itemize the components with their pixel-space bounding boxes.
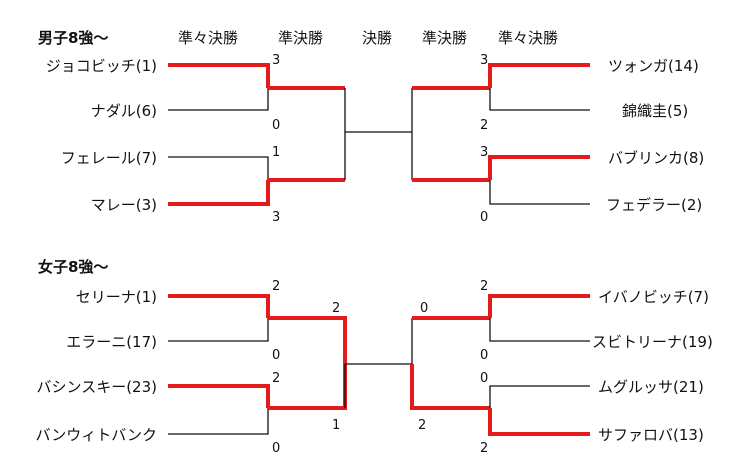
men-right-score-2: 2 — [480, 118, 488, 133]
women-left-sf-winner-line — [268, 316, 347, 364]
men-right-qf2-loser-line — [489, 180, 590, 205]
men-right-player-2: 錦織圭(5) — [622, 102, 688, 120]
men-left-score-1: 3 — [272, 53, 280, 68]
women-left-qf1-winner-line — [168, 294, 270, 318]
women-bracket-lines — [168, 294, 590, 436]
men-section-title: 男子8強～ — [38, 29, 108, 47]
women-right-score-3: 0 — [480, 371, 488, 386]
women-right-score-2: 0 — [480, 348, 488, 363]
women-right-player-1: イバノビッチ(7) — [598, 288, 709, 306]
men-right-qf1-loser-line — [489, 88, 590, 111]
men-left-qf1-winner-line — [168, 63, 270, 88]
women-right-sf-winner-line — [410, 364, 490, 410]
men-left-score-2: 0 — [272, 118, 280, 133]
men-right-qf2-winner-line — [488, 155, 590, 180]
men-right-player-4: フェデラー(2) — [606, 196, 702, 214]
men-left-player-2: ナダル(6) — [91, 102, 157, 120]
men-left-qf2-loser-line — [168, 156, 269, 180]
women-right-player-2: スビトリーナ(19) — [592, 333, 713, 351]
men-right-score-3: 3 — [480, 145, 488, 160]
men-left-score-4: 3 — [272, 210, 280, 225]
women-left-score-2: 0 — [272, 348, 280, 363]
women-left-score-4: 0 — [272, 441, 280, 456]
men-right-player-3: バブリンカ(8) — [608, 149, 704, 167]
men-left-player-3: フェレール(7) — [61, 149, 157, 167]
women-left-player-2: エラーニ(17) — [66, 333, 157, 351]
women-right-sf-score-bottom: 2 — [418, 418, 426, 433]
men-left-qf1-loser-line — [168, 88, 269, 111]
men-bracket-lines — [168, 63, 590, 206]
men-right-score-1: 3 — [480, 53, 488, 68]
men-right-qf1-winner-line — [488, 63, 590, 88]
women-right-qf2-winner-line — [488, 408, 590, 436]
women-right-score-4: 2 — [480, 441, 488, 456]
women-left-player-3: バシンスキー(23) — [37, 378, 158, 396]
women-left-sf-score-bottom: 1 — [332, 418, 340, 433]
women-left-qf2-winner-line — [168, 384, 270, 408]
header-final: 決勝 — [362, 29, 392, 47]
women-left-sf-score-top: 2 — [332, 301, 340, 316]
women-left-player-4: バンウィトバンク — [35, 426, 157, 444]
header-sf-right: 準決勝 — [422, 29, 467, 47]
women-left-player-1: セリーナ(1) — [76, 288, 157, 306]
women-left-qf2-loser-line — [168, 408, 269, 435]
header-qf-left: 準々決勝 — [178, 29, 238, 47]
women-right-qf2-loser-line — [489, 385, 590, 408]
women-right-score-1: 2 — [480, 279, 488, 294]
women-right-player-3: ムグルッサ(21) — [598, 378, 704, 396]
header-sf-left: 準決勝 — [278, 29, 323, 47]
header-qf-right: 準々決勝 — [498, 29, 558, 47]
women-left-score-3: 2 — [272, 371, 280, 386]
women-right-player-4: サファロバ(13) — [598, 426, 704, 444]
women-right-qf1-winner-line — [488, 294, 590, 318]
men-left-player-1: ジョコビッチ(1) — [46, 57, 157, 75]
women-right-sf-score-top: 0 — [420, 301, 428, 316]
men-left-score-3: 1 — [272, 145, 280, 160]
men-left-qf2-winner-line — [168, 180, 270, 206]
men-right-score-4: 0 — [480, 210, 488, 225]
women-section-title: 女子8強～ — [38, 258, 108, 276]
men-left-player-4: マレー(3) — [91, 196, 157, 214]
men-right-player-1: ツォンガ(14) — [608, 57, 699, 75]
women-left-score-1: 2 — [272, 279, 280, 294]
women-left-qf1-loser-line — [168, 318, 269, 342]
women-right-qf1-loser-line — [489, 318, 590, 342]
